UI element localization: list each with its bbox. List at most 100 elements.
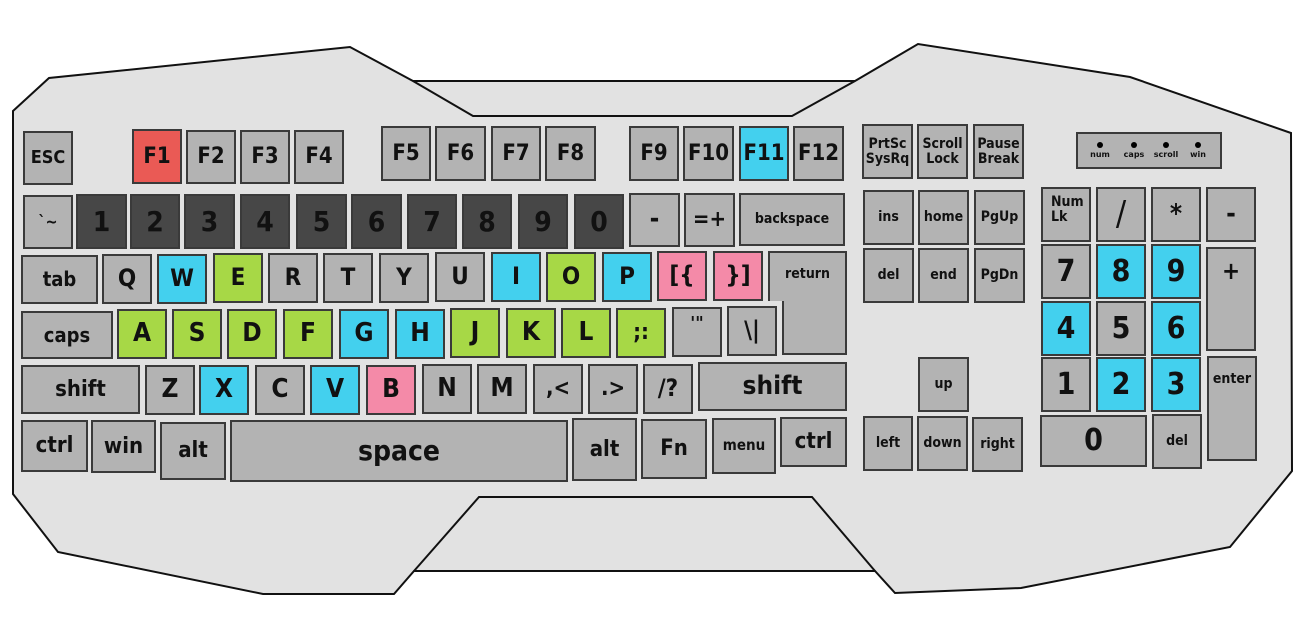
key-equals[interactable]: =+ [684,193,735,247]
key-left-bracket[interactable]: [{ [657,251,707,301]
key-l[interactable]: L [561,308,611,358]
key-numpad-multiply[interactable]: * [1151,187,1201,242]
key-right-shift[interactable]: shift [698,362,847,411]
key-left-alt[interactable]: alt [160,422,226,480]
key-numpad-6[interactable]: 6 [1151,301,1201,356]
key-left-ctrl[interactable]: ctrl [21,420,88,472]
key-pgdn[interactable]: PgDn [974,248,1025,303]
key-f5[interactable]: F5 [381,126,431,181]
key-slash[interactable]: /? [643,364,693,414]
key-win[interactable]: win [91,420,156,473]
key-left-shift[interactable]: shift [21,365,140,414]
key-t[interactable]: T [323,253,373,303]
key-numpad-0[interactable]: 0 [1040,415,1147,467]
key-numpad-2[interactable]: 2 [1096,357,1146,412]
key-semicolon[interactable]: ;: [616,308,666,358]
key-numpad-del[interactable]: del [1152,414,1202,469]
key-f1[interactable]: F1 [132,129,182,184]
key-numpad-5[interactable]: 5 [1096,301,1146,356]
key-n[interactable]: N [422,364,472,414]
key-8[interactable]: 8 [462,194,512,249]
key-e[interactable]: E [213,253,263,303]
key-b[interactable]: B [366,365,416,415]
key-numpad-enter[interactable]: enter [1207,356,1257,461]
key-return[interactable]: return [768,251,847,301]
key-numpad-7[interactable]: 7 [1041,244,1091,299]
key-g[interactable]: G [339,309,389,359]
key-tab[interactable]: tab [21,255,98,304]
key-f7[interactable]: F7 [491,126,541,181]
key-ins[interactable]: ins [863,190,914,245]
key-numpad-1[interactable]: 1 [1041,357,1091,412]
key-caps[interactable]: caps [21,311,113,359]
key-6[interactable]: 6 [351,194,402,249]
key-numpad-8[interactable]: 8 [1096,244,1146,299]
key-o[interactable]: O [546,252,596,302]
key-w[interactable]: W [157,254,207,304]
key-d[interactable]: D [227,309,277,359]
key-del[interactable]: del [863,248,914,303]
key-f9[interactable]: F9 [629,126,679,181]
key-down[interactable]: down [917,416,968,471]
key-f4[interactable]: F4 [294,130,344,184]
key-right-ctrl[interactable]: ctrl [780,417,847,467]
key-f8[interactable]: F8 [545,126,596,181]
key-2[interactable]: 2 [130,194,180,249]
key-quote[interactable]: '" [672,307,722,357]
key-q[interactable]: Q [102,254,152,304]
key-left[interactable]: left [863,416,913,471]
key-f12[interactable]: F12 [793,126,844,181]
key-right-bracket[interactable]: }] [713,251,763,301]
key-r[interactable]: R [268,253,318,303]
key-c[interactable]: C [255,365,305,415]
key-f[interactable]: F [283,309,333,359]
key-p[interactable]: P [602,252,652,302]
key-m[interactable]: M [477,364,527,414]
key-right-alt[interactable]: alt [572,418,637,481]
key-numpad-3[interactable]: 3 [1151,357,1201,412]
key-right[interactable]: right [972,417,1023,472]
key-backspace[interactable]: backspace [739,193,845,246]
key-z[interactable]: Z [145,365,195,415]
key-comma[interactable]: ,< [533,364,583,414]
key-h[interactable]: H [395,309,445,359]
key-a[interactable]: A [117,309,167,359]
key-f11[interactable]: F11 [739,126,789,181]
key-f6[interactable]: F6 [435,126,486,181]
key-backslash[interactable]: \| [727,306,777,356]
key-minus[interactable]: - [629,193,680,247]
key-u[interactable]: U [435,252,485,302]
key-i[interactable]: I [491,252,541,302]
key-v[interactable]: V [310,365,360,415]
key-5[interactable]: 5 [296,194,347,249]
key-menu[interactable]: menu [712,418,776,474]
key-fn[interactable]: Fn [641,419,707,479]
key-numpad-add[interactable]: + [1206,247,1256,351]
key-f3[interactable]: F3 [240,130,290,184]
key-k[interactable]: K [506,308,556,358]
key-numpad-divide[interactable]: / [1096,187,1146,242]
key-home[interactable]: home [918,190,969,245]
key-4[interactable]: 4 [240,194,290,249]
key-0[interactable]: 0 [574,194,624,249]
key-end[interactable]: end [918,248,969,303]
key-space[interactable]: space [230,420,568,482]
key-period[interactable]: .> [588,364,638,414]
key-s[interactable]: S [172,309,222,359]
key-return-lower[interactable] [782,298,847,355]
key-numpad-9[interactable]: 9 [1151,244,1201,299]
key-up[interactable]: up [918,357,969,412]
key-pgup[interactable]: PgUp [974,190,1025,245]
key-9[interactable]: 9 [518,194,568,249]
key-j[interactable]: J [450,308,500,358]
key-7[interactable]: 7 [407,194,457,249]
key-backtick[interactable]: `~ [23,195,73,249]
key-y[interactable]: Y [379,253,429,303]
key-x[interactable]: X [199,365,249,415]
key-f2[interactable]: F2 [186,130,236,184]
key-3[interactable]: 3 [184,194,235,249]
